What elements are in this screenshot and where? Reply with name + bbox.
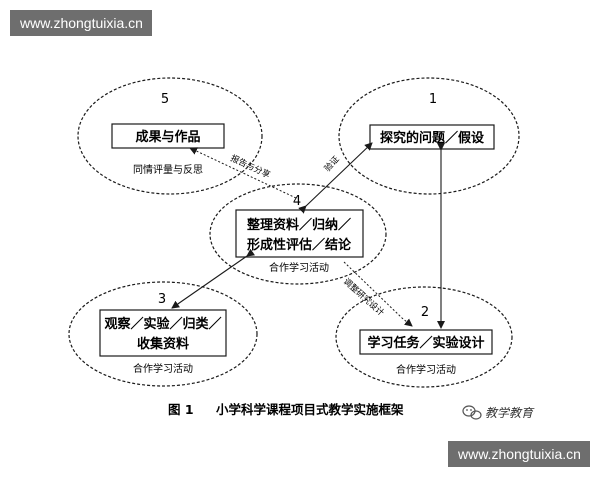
edge-4-to-1-label: 验证 xyxy=(322,154,342,174)
node-2-number: 2 xyxy=(421,305,429,320)
node-3-note: 合作学习活动 xyxy=(133,362,193,375)
node-3-number: 3 xyxy=(158,292,166,307)
watermark-top: www.zhongtuixia.cn xyxy=(10,10,152,36)
node-4-box xyxy=(235,209,364,258)
node-5-note: 同情评量与反思 xyxy=(133,163,203,176)
node-3-ellipse xyxy=(68,281,258,387)
node-1-box xyxy=(369,124,495,150)
node-3-label-line-2: 收集资料 xyxy=(137,336,189,352)
node-5-box xyxy=(111,123,225,149)
logo-text: 教学教育 xyxy=(485,406,535,420)
node-5-ellipse xyxy=(77,77,263,195)
node-4-note: 合作学习活动 xyxy=(269,261,329,274)
figure-label: 图 1 xyxy=(168,402,194,417)
watermark-bottom: www.zhongtuixia.cn xyxy=(448,441,590,467)
figure-title: 小学科学课程项目式教学实施框架 xyxy=(215,402,404,417)
node-3-box xyxy=(99,309,227,357)
node-4-number: 4 xyxy=(293,194,301,209)
edge-4-to-5 xyxy=(189,147,297,199)
node-2-box xyxy=(359,329,493,355)
node-4-label-line-1: 整理资料／归纳／ xyxy=(246,217,351,233)
node-3-label-line-1: 观察／实验／归类／ xyxy=(104,316,221,332)
node-2-note: 合作学习活动 xyxy=(396,363,456,376)
edge-4-to-2-label: 调整研究设计 xyxy=(341,276,387,319)
edge-4-to-2 xyxy=(343,261,413,327)
wechat-icon xyxy=(462,405,482,420)
node-4-ellipse xyxy=(209,183,387,285)
edge-4-to-3 xyxy=(171,248,256,309)
node-4-label-line-2: 形成性评估／结论 xyxy=(247,237,352,253)
node-5-label: 成果与作品 xyxy=(135,129,200,145)
node-2-label: 学习任务／实验设计 xyxy=(367,335,484,351)
node-2-ellipse xyxy=(335,286,513,388)
node-5-number: 5 xyxy=(161,92,169,107)
node-1-ellipse xyxy=(338,77,520,195)
node-1-number: 1 xyxy=(429,92,437,107)
node-1-label: 探究的问题／假设 xyxy=(380,130,485,146)
edge-4-to-1 xyxy=(298,142,373,214)
